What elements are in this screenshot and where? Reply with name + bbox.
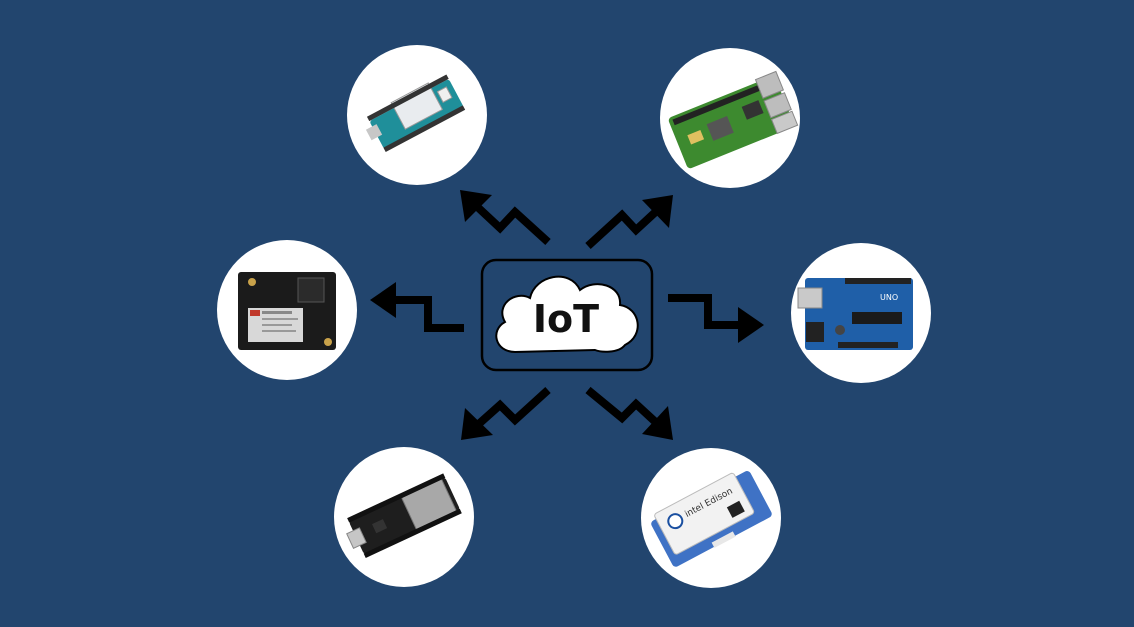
cellular-module-icon — [238, 272, 336, 350]
center-node — [480, 258, 654, 372]
arrow-to-top-left — [460, 190, 551, 245]
arduino-uno-board-icon: UNO — [797, 278, 913, 350]
arrow-to-right — [668, 294, 764, 343]
device-node-intel-edison: intel Edison — [641, 448, 781, 588]
arrow-to-top-right — [585, 195, 673, 249]
arrow-to-left — [370, 282, 464, 332]
device-node-ublox-module — [217, 240, 357, 380]
raspberry-pi-board-icon — [668, 70, 799, 169]
arduino-mkr-board-icon — [365, 74, 466, 153]
center-label: IoT — [533, 297, 599, 341]
device-node-raspberry-pi — [660, 48, 800, 188]
device-node-arduino-uno: UNO — [791, 243, 931, 383]
esp32-board-icon — [346, 473, 462, 559]
cloud-icon — [495, 275, 639, 354]
device-node-esp32 — [334, 447, 474, 587]
uno-label: UNO — [880, 293, 898, 302]
device-node-arduino-mkr — [347, 45, 487, 185]
arrow-to-bottom-right — [585, 386, 673, 440]
arrows — [370, 190, 764, 440]
arrow-to-bottom-left — [461, 387, 551, 440]
